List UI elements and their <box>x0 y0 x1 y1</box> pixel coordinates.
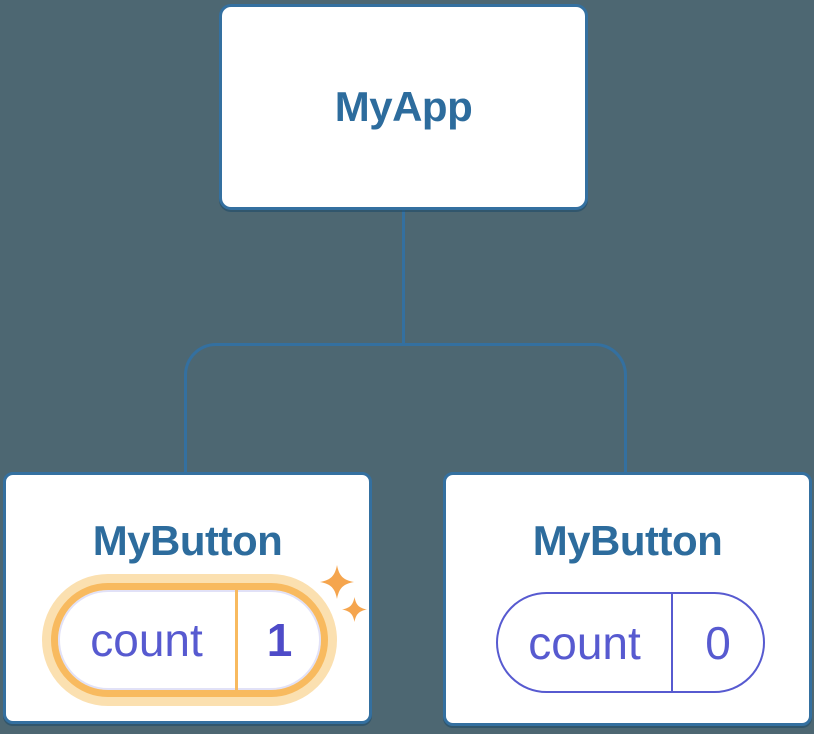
state-value: 1 <box>266 614 293 666</box>
node-label-mybutton-left: MyButton <box>92 517 283 564</box>
state-key-label: count <box>528 616 641 669</box>
node-label-mybutton-right: MyButton <box>532 517 723 564</box>
pill-divider <box>235 590 238 690</box>
state-pill: count 0 <box>496 592 765 693</box>
state-value: 0 <box>705 616 731 669</box>
node-label-myapp: MyApp <box>334 83 473 130</box>
sparkle-icon <box>320 565 354 599</box>
sparkle-icon <box>342 597 367 622</box>
pill-divider <box>671 594 673 691</box>
node-card-mybutton-left: MyButton count 1 <box>3 472 372 724</box>
state-key-label: count <box>90 614 203 666</box>
node-card-mybutton-right: MyButton count 0 <box>443 472 812 726</box>
node-card-myapp: MyApp <box>219 4 588 210</box>
connector-branch-bracket <box>184 343 627 475</box>
connector-root-stem <box>402 209 405 346</box>
state-pill-highlighted: count 1 <box>51 583 328 697</box>
